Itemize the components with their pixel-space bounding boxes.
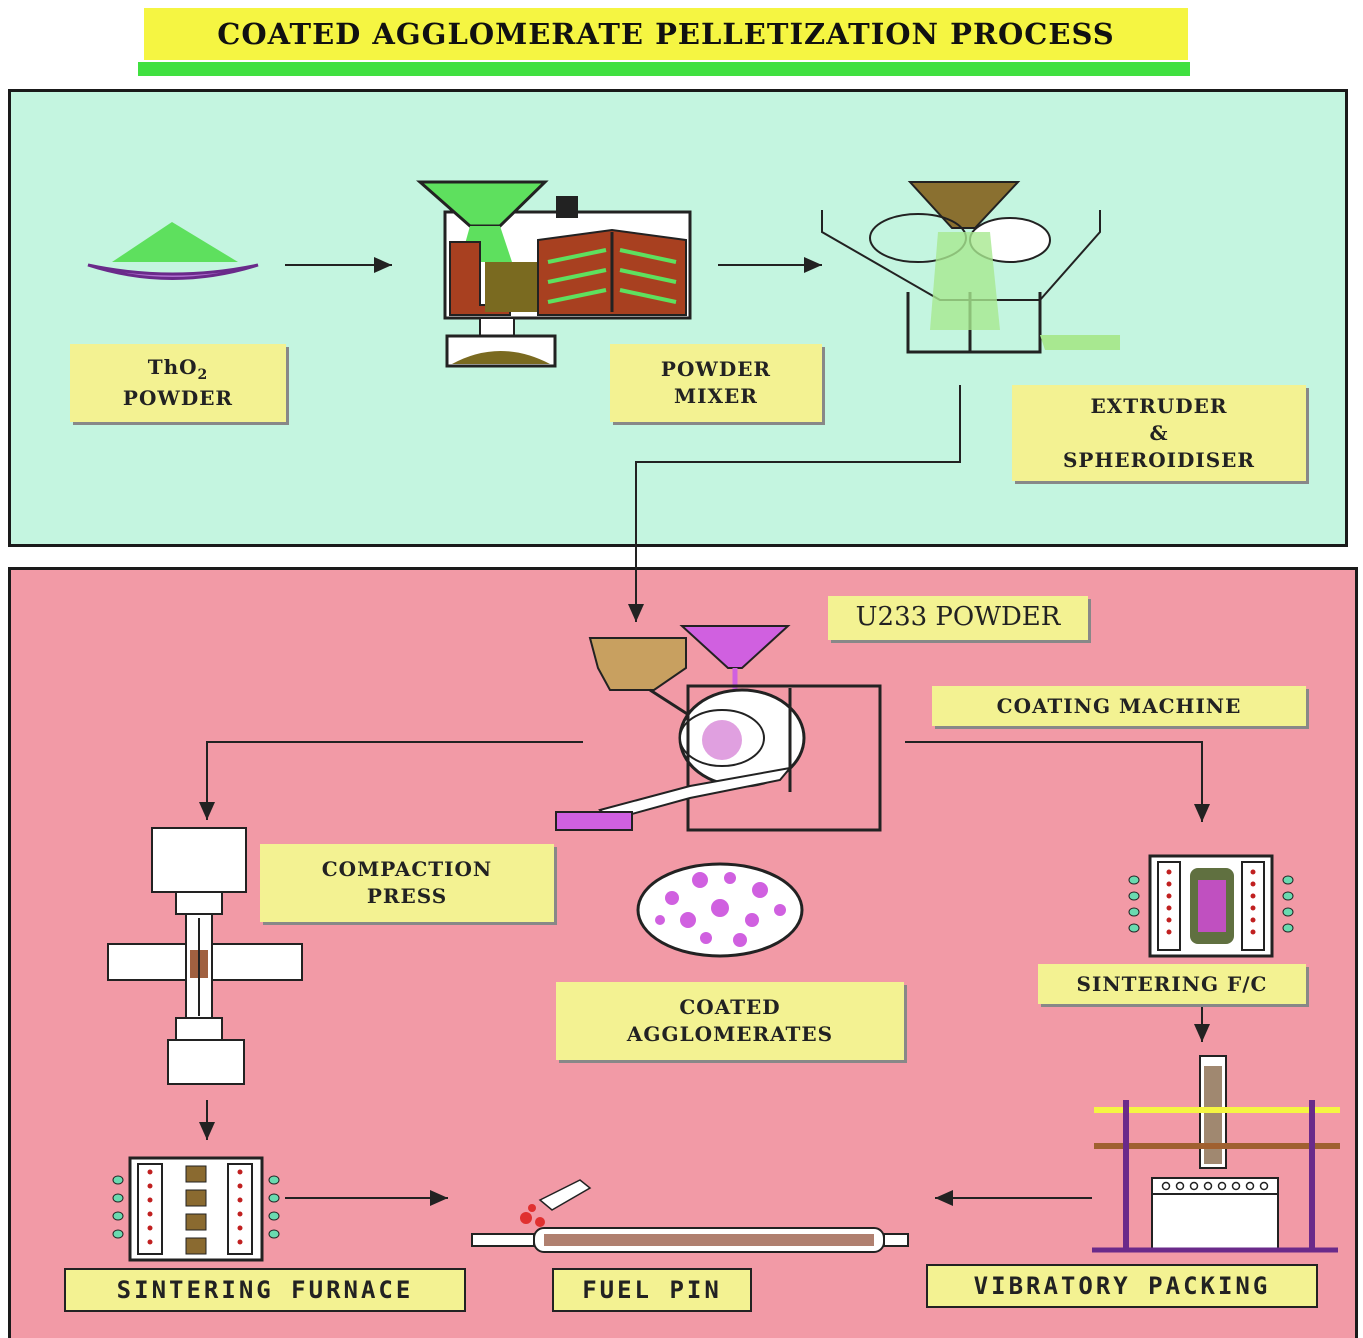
arrow-extruder-to-coating xyxy=(628,385,961,622)
sintering-furnace-label: SINTERING FURNACE xyxy=(64,1268,466,1312)
coated-agglomerates-label: COATED AGGLOMERATES xyxy=(556,982,904,1060)
coating-machine-label: COATING MACHINE xyxy=(932,686,1306,726)
vibratory-packing-text: VIBRATORY PACKING xyxy=(973,1271,1271,1300)
title-banner: COATED AGGLOMERATE PELLETIZATION PROCESS xyxy=(144,8,1188,60)
title-underline xyxy=(138,62,1190,76)
compaction-press-icon xyxy=(107,827,303,1085)
extruder-spheroidiser-icon xyxy=(821,181,1120,354)
sintering-fc-text: SINTERING F/C xyxy=(1076,971,1268,996)
coating-machine-text: COATING MACHINE xyxy=(996,693,1242,718)
tho2-label-text: ThO xyxy=(147,355,198,380)
compaction-press-line2: PRESS xyxy=(366,884,448,908)
vibratory-packing-icon xyxy=(1092,1055,1340,1253)
arrow-coating-to-sintering-fc xyxy=(905,741,1210,822)
tho2-powder-label: ThO2 POWDER xyxy=(70,344,286,422)
page-title: COATED AGGLOMERATE PELLETIZATION PROCESS xyxy=(217,17,1115,51)
coating-machine-icon xyxy=(555,625,882,832)
extruder-spheroidiser-label: EXTRUDER & SPHEROIDISER xyxy=(1012,385,1306,481)
tho2-subscript: 2 xyxy=(197,367,209,384)
powder-mixer-icon xyxy=(416,180,692,368)
compaction-press-label: COMPACTION PRESS xyxy=(260,844,554,922)
compaction-press-line1: COMPACTION xyxy=(321,857,493,881)
sintering-fc-icon xyxy=(1128,854,1294,958)
powder-mixer-label: POWDER MIXER xyxy=(610,344,822,422)
u233-powder-text: U233 POWDER xyxy=(855,602,1061,633)
u233-powder-label: U233 POWDER xyxy=(828,596,1088,640)
powder-mixer-line1: POWDER xyxy=(660,357,772,381)
coated-agglomerates-line2: AGGLOMERATES xyxy=(626,1022,834,1046)
coated-agglomerates-line1: COATED xyxy=(679,995,781,1019)
tho2-powder-heap-icon xyxy=(87,222,259,280)
extruder-line3: SPHEROIDISER xyxy=(1062,447,1256,472)
extruder-line2: & xyxy=(1149,420,1169,445)
extruder-line1: EXTRUDER xyxy=(1090,393,1228,418)
tho2-powder-word: POWDER xyxy=(122,385,234,410)
fuel-pin-icon xyxy=(471,1179,909,1253)
fuel-pin-text: FUEL PIN xyxy=(582,1275,722,1304)
sintering-fc-label: SINTERING F/C xyxy=(1038,964,1306,1004)
powder-mixer-line2: MIXER xyxy=(674,384,758,408)
arrow-coating-to-press xyxy=(199,741,583,820)
sintering-furnace-text: SINTERING FURNACE xyxy=(116,1275,414,1304)
coated-agglomerates-icon xyxy=(636,862,804,958)
sintering-furnace-icon xyxy=(112,1156,280,1262)
vibratory-packing-label: VIBRATORY PACKING xyxy=(926,1264,1318,1308)
fuel-pin-label: FUEL PIN xyxy=(552,1268,752,1312)
